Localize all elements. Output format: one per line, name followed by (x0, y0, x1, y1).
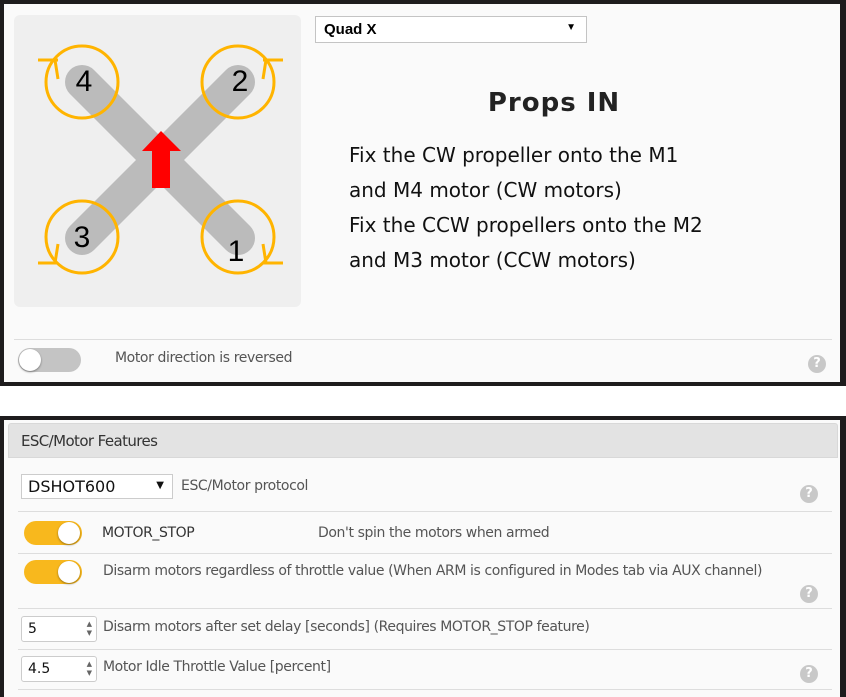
motor-stop-name: MOTOR_STOP (102, 525, 195, 541)
forward-arrow-icon (142, 131, 181, 188)
quad-x-diagram: 1 2 3 4 (14, 15, 301, 307)
divider (18, 511, 832, 512)
divider (18, 649, 832, 650)
disarm-regardless-toggle[interactable] (24, 560, 82, 584)
help-icon[interactable]: ? (800, 585, 818, 603)
mixer-type-select[interactable]: Quad X ▼ (315, 16, 587, 43)
instruction-line: Fix the CCW propellers onto the M2 (349, 213, 703, 237)
motor-reversed-label: Motor direction is reversed (115, 350, 293, 366)
props-direction-title: Props IN (487, 88, 621, 118)
motor-stop-description: Don't spin the motors when armed (318, 525, 550, 541)
disarm-delay-value: 5 (28, 621, 37, 637)
divider (18, 553, 832, 554)
spinner-icon[interactable]: ▲▼ (86, 620, 92, 637)
divider (18, 608, 832, 609)
motor-reversed-toggle[interactable] (18, 348, 81, 372)
instruction-line: Fix the CW propeller onto the M1 (349, 143, 679, 167)
prop-2-icon (200, 44, 276, 120)
divider (14, 339, 832, 340)
idle-throttle-value: 4.5 (28, 661, 51, 677)
help-icon[interactable]: ? (800, 485, 818, 503)
section-title: ESC/Motor Features (21, 432, 158, 450)
esc-protocol-value: DSHOT600 (28, 477, 116, 496)
motor-label-4: 4 (76, 65, 93, 98)
motor-label-1: 1 (228, 235, 245, 268)
disarm-delay-label: Disarm motors after set delay [seconds] … (103, 619, 590, 635)
esc-protocol-label: ESC/Motor protocol (181, 478, 309, 494)
instruction-line: and M4 motor (CW motors) (349, 178, 622, 202)
dropdown-arrow-icon: ▼ (156, 480, 164, 491)
prop-4-icon (44, 44, 120, 120)
prop-3-icon (44, 199, 120, 275)
idle-throttle-input[interactable]: 4.5 ▲▼ (21, 656, 97, 682)
idle-throttle-label: Motor Idle Throttle Value [percent] (103, 659, 331, 675)
mixer-type-value: Quad X (324, 21, 377, 38)
prop-1-icon (200, 199, 276, 275)
esc-protocol-select[interactable]: DSHOT600 ▼ (21, 474, 173, 499)
motor-stop-toggle[interactable] (24, 521, 82, 545)
instruction-line: and M3 motor (CCW motors) (349, 248, 636, 272)
motor-mixer-panel: 1 2 3 4 Quad X ▼ Props IN Fix the CW prop… (0, 0, 846, 386)
help-icon[interactable]: ? (800, 665, 818, 683)
motor-label-2: 2 (232, 65, 249, 98)
motor-label-3: 3 (74, 221, 91, 254)
spinner-icon[interactable]: ▲▼ (86, 660, 92, 677)
section-header: ESC/Motor Features (8, 423, 838, 458)
dropdown-arrow-icon: ▼ (566, 22, 576, 33)
help-icon[interactable]: ? (808, 355, 826, 373)
esc-motor-features-panel: ESC/Motor Features DSHOT600 ▼ ESC/Motor p… (0, 416, 846, 697)
props-instructions: Fix the CW propeller onto the M1 and M4 … (349, 138, 703, 278)
disarm-delay-input[interactable]: 5 ▲▼ (21, 616, 97, 642)
divider (18, 689, 832, 690)
disarm-regardless-label: Disarm motors regardless of throttle val… (103, 563, 763, 579)
